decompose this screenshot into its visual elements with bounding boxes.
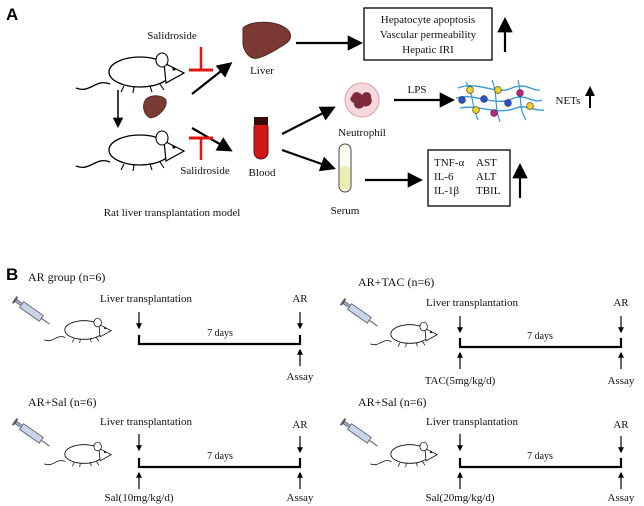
syringe-icon [11,295,53,328]
transplant-label: Liver transplantation [426,297,518,309]
syringe-icon [11,417,53,450]
rat-icon [43,317,112,344]
serum-tube-icon [338,143,352,193]
liver-effects-box [363,7,493,61]
salidroside-top-label: Salidroside [147,30,197,42]
rat-icon [369,321,438,348]
rat-icon [369,441,438,468]
neutrophil-icon [344,82,380,118]
group-ar-sal-20: AR+Sal (n=6) Liver transplantation AR 7 … [339,395,635,504]
group-ar: AR group (n=6) Liver transplantation AR … [11,270,314,383]
marker-alt: ALT [476,171,497,183]
liver-effect-2: Vascular permeability [380,29,477,41]
dose-label: Sal(20mg/kg/d) [425,492,494,504]
group-ar-tac: AR+TAC (n=6) Liver transplantation AR 7 … [339,275,635,387]
syringe-icon [339,417,381,450]
donor-rat-icon [75,52,185,94]
nets-label: NETs [556,95,581,107]
liver-icon [242,21,291,59]
marker-tnf: TNF-α [434,157,464,169]
transplant-label: Liver transplantation [100,416,192,428]
small-liver-icon [143,95,167,119]
panel-a-label: A [6,5,18,24]
days-label: 7 days [527,451,553,462]
blood-label: Blood [249,167,276,179]
marker-il6: IL-6 [434,171,454,183]
marker-il1b: IL-1β [434,185,460,197]
model-caption: Rat liver transplantation model [104,207,241,219]
liver-label: Liver [250,65,274,77]
timeline [458,338,623,349]
marker-ast: AST [476,157,497,169]
nets-icon [455,79,545,123]
ar-label: AR [292,419,308,431]
salidroside-top-inhibit-icon [189,47,213,72]
serum-label: Serum [331,205,360,217]
lps-label: LPS [408,84,427,96]
group-title: AR+Sal (n=6) [28,395,97,409]
dose-label: Sal(10mg/kg/d) [104,492,173,504]
timeline [137,335,302,346]
transplant-label: Liver transplantation [100,293,192,305]
ar-label: AR [613,297,629,309]
neutrophil-label: Neutrophil [338,127,386,139]
transplant-label: Liver transplantation [426,416,518,428]
assay-label: Assay [608,375,635,387]
assay-label: Assay [608,492,635,504]
salidroside-bottom-inhibit-icon [189,136,213,160]
group-title: AR group (n=6) [28,270,105,284]
panel-b-label: B [6,265,18,284]
salidroside-bottom-label: Salidroside [180,165,230,177]
ar-label: AR [613,419,629,431]
ar-label: AR [292,293,308,305]
arrow-to-liver [191,62,233,95]
recipient-rat-icon [75,130,185,172]
timeline [458,458,623,469]
serum-markers-box [427,149,511,207]
blood-to-neutrophil-arrow [281,106,336,135]
assay-label: Assay [287,371,314,383]
dose-label: TAC(5mg/kg/d) [425,375,496,387]
liver-effect-1: Hepatocyte apoptosis [381,14,475,26]
liver-effect-3: Hepatic IRI [402,44,454,56]
days-label: 7 days [207,451,233,462]
group-title: AR+TAC (n=6) [358,275,434,289]
group-title: AR+Sal (n=6) [358,395,427,409]
days-label: 7 days [527,331,553,342]
blood-tube-icon [253,117,269,160]
syringe-icon [339,297,381,330]
rat-icon [43,441,112,468]
days-label: 7 days [207,328,233,339]
blood-to-serum-arrow [281,148,336,172]
assay-label: Assay [287,492,314,504]
marker-tbil: TBIL [476,185,501,197]
group-ar-sal-10: AR+Sal (n=6) Liver transplantation AR 7 … [11,395,314,504]
timeline [137,458,302,469]
